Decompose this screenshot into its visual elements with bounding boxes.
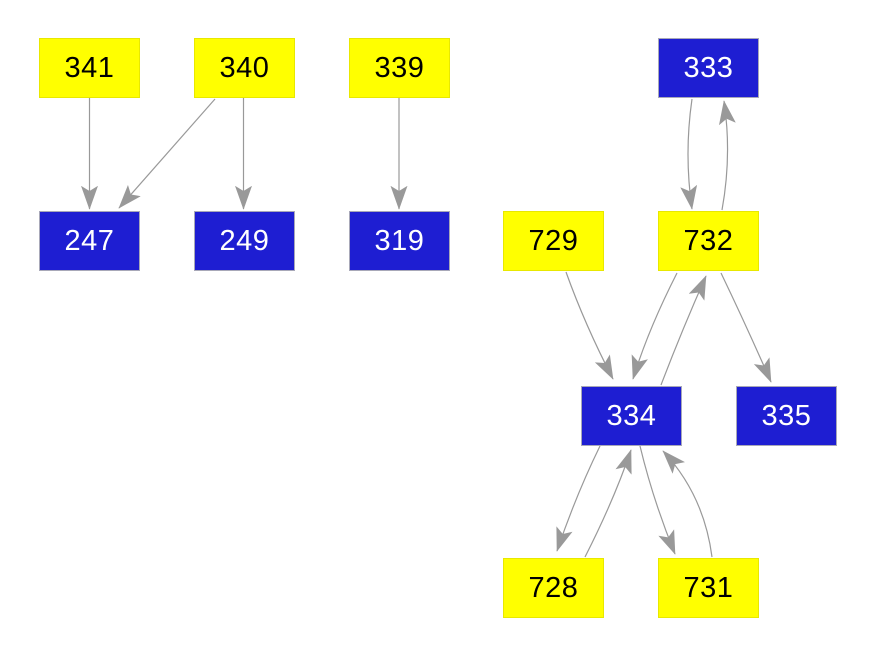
node-label: 341 (64, 51, 115, 84)
graph-node-341: 341 (39, 38, 140, 98)
graph-node-339: 339 (349, 38, 450, 98)
edge-732-334 (631, 272, 678, 380)
graph-node-249: 249 (194, 211, 295, 271)
graph-node-333: 333 (658, 38, 759, 98)
edge-333-732 (680, 98, 698, 210)
edge-732-333 (718, 100, 736, 211)
graph-node-729: 729 (503, 211, 604, 271)
edge-729-334 (565, 271, 614, 380)
node-label: 729 (528, 224, 579, 257)
node-label: 247 (64, 224, 115, 257)
graph-node-340: 340 (194, 38, 295, 98)
node-label: 731 (683, 571, 734, 604)
node-label: 334 (606, 399, 657, 432)
node-label: 339 (374, 51, 425, 84)
graph-node-247: 247 (39, 211, 140, 271)
graph-node-334: 334 (581, 386, 682, 446)
node-label: 728 (528, 571, 579, 604)
node-label: 249 (219, 224, 270, 257)
edge-334-728 (556, 445, 601, 552)
graph-node-731: 731 (658, 558, 759, 618)
graph-node-732: 732 (658, 211, 759, 271)
node-label: 335 (761, 399, 812, 432)
graph-node-335: 335 (736, 386, 837, 446)
node-label: 333 (683, 51, 734, 84)
edge-732-335 (720, 272, 772, 383)
node-label: 340 (219, 51, 270, 84)
node-label: 319 (374, 224, 425, 257)
edge-340-247 (118, 98, 216, 209)
edge-731-334 (662, 450, 713, 558)
edge-728-334 (584, 449, 632, 558)
edge-334-732 (660, 275, 707, 386)
edge-334-731 (639, 445, 676, 555)
graph-node-319: 319 (349, 211, 450, 271)
node-label: 732 (683, 224, 734, 257)
graph-node-728: 728 (503, 558, 604, 618)
